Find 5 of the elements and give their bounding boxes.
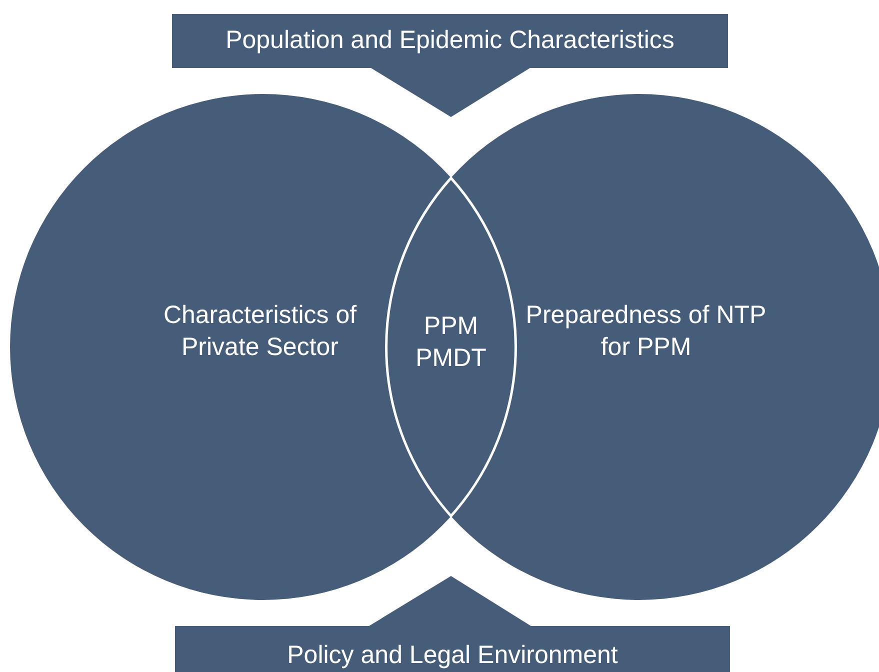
- banner-title: Policy and Legal Environment: [286, 640, 619, 671]
- circle-label: Characteristics of Private Sector: [162, 300, 358, 363]
- overlap-label: PPM PMDT: [414, 311, 488, 374]
- circle-label: Preparedness of NTP for PPM: [524, 300, 768, 363]
- banner-title: Population and Epidemic Characteristics: [224, 25, 676, 56]
